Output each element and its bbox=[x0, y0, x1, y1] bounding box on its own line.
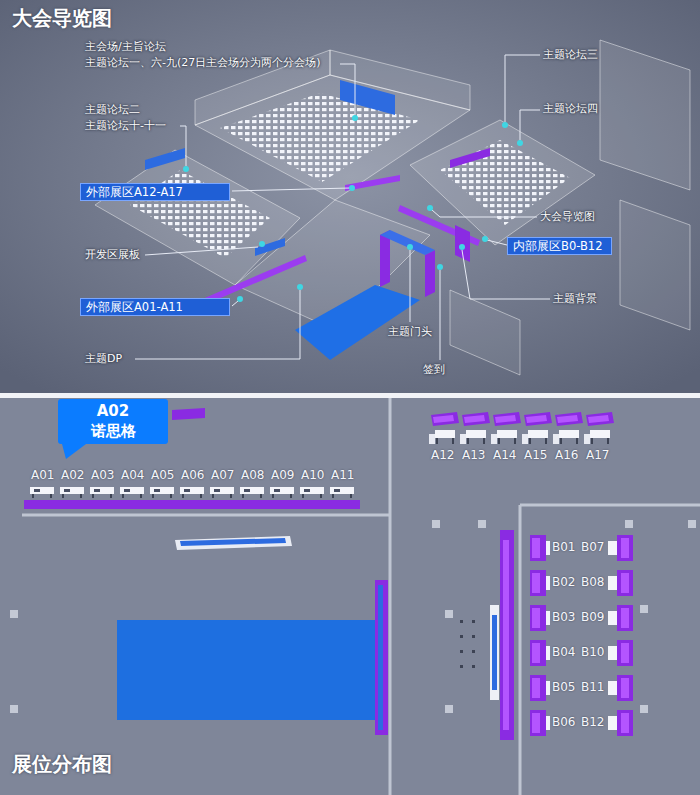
area-callout: 主题门头 bbox=[388, 325, 432, 338]
area-callout: 签到 bbox=[423, 363, 445, 376]
booth-number: A02 bbox=[61, 468, 84, 482]
booth-number: A06 bbox=[181, 468, 204, 482]
booth-number: B02 bbox=[552, 575, 576, 589]
area-callout: 主题论坛二 bbox=[85, 103, 140, 116]
booths-b bbox=[530, 535, 633, 736]
node-heading: 内部展区B0-B12 bbox=[513, 239, 606, 253]
node-body: 诺思格 bbox=[66, 422, 160, 442]
booth-number: A01 bbox=[31, 468, 54, 482]
booth-number: A10 bbox=[301, 468, 324, 482]
booth-number: A07 bbox=[211, 468, 234, 482]
area-callout: 开发区展板 bbox=[85, 248, 140, 261]
booth-number: B04 bbox=[552, 645, 576, 659]
booth-number: B09 bbox=[581, 610, 605, 624]
callout-tail bbox=[62, 444, 86, 459]
booth-number: B03 bbox=[552, 610, 576, 624]
panel-title: 大会导览图 bbox=[12, 6, 112, 30]
node-heading: 外部展区A12-A17 bbox=[86, 185, 224, 199]
booth-callout: A02诺思格 bbox=[58, 399, 168, 444]
booth-number: B07 bbox=[581, 540, 605, 554]
booth-number: A13 bbox=[462, 448, 485, 462]
booths-a01-a11 bbox=[24, 487, 360, 509]
booth-number: A05 bbox=[151, 468, 174, 482]
node-heading: A02 bbox=[66, 402, 160, 422]
zone-band: 内部展区B0-B12 bbox=[507, 237, 612, 255]
panel-title: 展位分布图 bbox=[12, 752, 112, 776]
area-callout: 大会导览图 bbox=[540, 210, 595, 223]
stage-and-booths bbox=[145, 80, 490, 360]
booth-number: A16 bbox=[555, 448, 578, 462]
leader-dots bbox=[183, 115, 523, 302]
booth-number: B01 bbox=[552, 540, 576, 554]
booth-number: B11 bbox=[581, 680, 605, 694]
zone-band: 外部展区A01-A11 bbox=[80, 298, 230, 316]
area-callout: 主题论坛十-十一 bbox=[85, 119, 166, 132]
area-callout: 主题论坛一、六-九(27日主会场分为两个分会场) bbox=[85, 56, 321, 69]
booth-number: A03 bbox=[91, 468, 114, 482]
booth-number: A12 bbox=[431, 448, 454, 462]
booth-number: B06 bbox=[552, 715, 576, 729]
booth-number: A14 bbox=[493, 448, 516, 462]
booth-number: A04 bbox=[121, 468, 144, 482]
building bbox=[95, 40, 690, 375]
area-callout: 主题背景 bbox=[553, 292, 597, 305]
booth-number: A09 bbox=[271, 468, 294, 482]
floor-props bbox=[117, 408, 514, 740]
booth-number: B12 bbox=[581, 715, 605, 729]
booth-number: A08 bbox=[241, 468, 264, 482]
booth-number: A11 bbox=[331, 468, 354, 482]
area-callout: 主题论坛三 bbox=[543, 48, 598, 61]
node-heading: 外部展区A01-A11 bbox=[86, 300, 224, 314]
booths-a12-a17 bbox=[429, 412, 614, 444]
area-callout: 主题DP bbox=[85, 352, 122, 365]
booth-number: B05 bbox=[552, 680, 576, 694]
booth-number: B08 bbox=[581, 575, 605, 589]
seating bbox=[130, 93, 570, 258]
booth-number: A17 bbox=[586, 448, 609, 462]
floor-walls bbox=[22, 398, 700, 795]
booth-number: B10 bbox=[581, 645, 605, 659]
zone-band: 外部展区A12-A17 bbox=[80, 183, 230, 201]
area-callout: 主会场/主旨论坛 bbox=[85, 40, 166, 53]
booth-number: A15 bbox=[524, 448, 547, 462]
area-callout: 主题论坛四 bbox=[543, 102, 598, 115]
